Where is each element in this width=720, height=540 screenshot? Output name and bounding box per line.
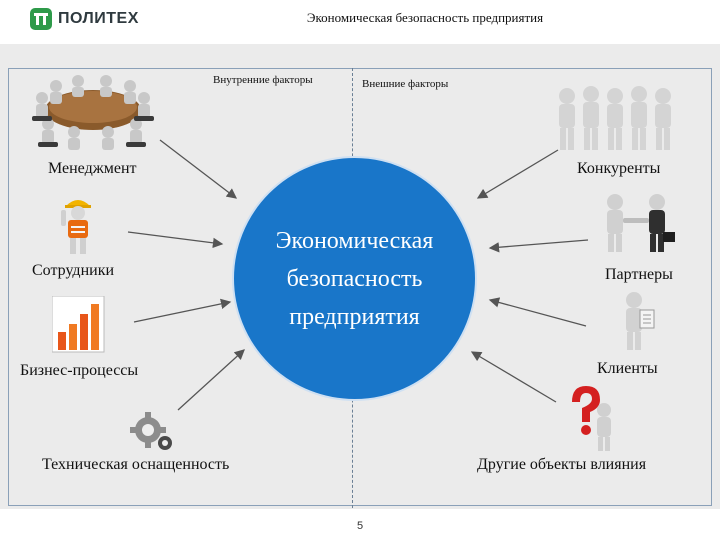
politeh-logo: ПОЛИТЕХ xyxy=(30,8,139,30)
arrow-technical xyxy=(177,349,245,411)
meeting-table-illustration xyxy=(32,75,154,150)
worker-illustration xyxy=(61,200,91,254)
management-label: Менеджмент xyxy=(48,160,137,177)
external-factors-label: Внешние факторы xyxy=(362,78,449,90)
arrow-clients xyxy=(488,297,587,327)
central-concept-circle: Экономическая безопасность предприятия xyxy=(232,156,477,401)
technical-equipment-label: Техническая оснащенность xyxy=(42,456,230,473)
partners-label: Партнеры xyxy=(605,266,673,283)
logo-text: ПОЛИТЕХ xyxy=(58,10,139,27)
top-bar: ПОЛИТЕХ Экономическая безопасность предп… xyxy=(0,0,720,40)
central-line-2: безопасность xyxy=(286,265,423,292)
arrow-business-processes xyxy=(133,298,232,323)
other-influences-label: Другие объекты влияния xyxy=(477,456,647,473)
gears-illustration xyxy=(130,412,172,450)
handshake-illustration xyxy=(607,194,675,252)
slide-title: Экономическая безопасность предприятия xyxy=(306,10,544,25)
client-illustration xyxy=(626,292,655,350)
arrow-competitors xyxy=(476,149,559,199)
central-line-3: предприятия xyxy=(289,303,420,330)
page-number: 5 xyxy=(356,520,364,532)
central-line-1: Экономическая xyxy=(275,227,434,254)
arrow-other xyxy=(470,351,557,403)
business-processes-label: Бизнес-процессы xyxy=(20,362,139,379)
arrow-employees xyxy=(127,231,224,249)
arrow-management xyxy=(159,139,238,199)
arrow-partners xyxy=(488,239,589,253)
employees-label: Сотрудники xyxy=(32,262,115,279)
diagram-frame xyxy=(8,68,712,506)
competitors-label: Конкуренты xyxy=(577,160,661,177)
competitors-group-illustration xyxy=(559,86,671,150)
internal-factors-label: Внутренние факторы xyxy=(213,74,313,86)
logo-mark-icon xyxy=(30,8,52,30)
bar-chart-illustration xyxy=(52,296,105,353)
clients-label: Клиенты xyxy=(597,360,658,377)
question-mark-person-illustration xyxy=(572,386,611,451)
central-concept-text: Экономическая безопасность предприятия xyxy=(276,222,434,336)
